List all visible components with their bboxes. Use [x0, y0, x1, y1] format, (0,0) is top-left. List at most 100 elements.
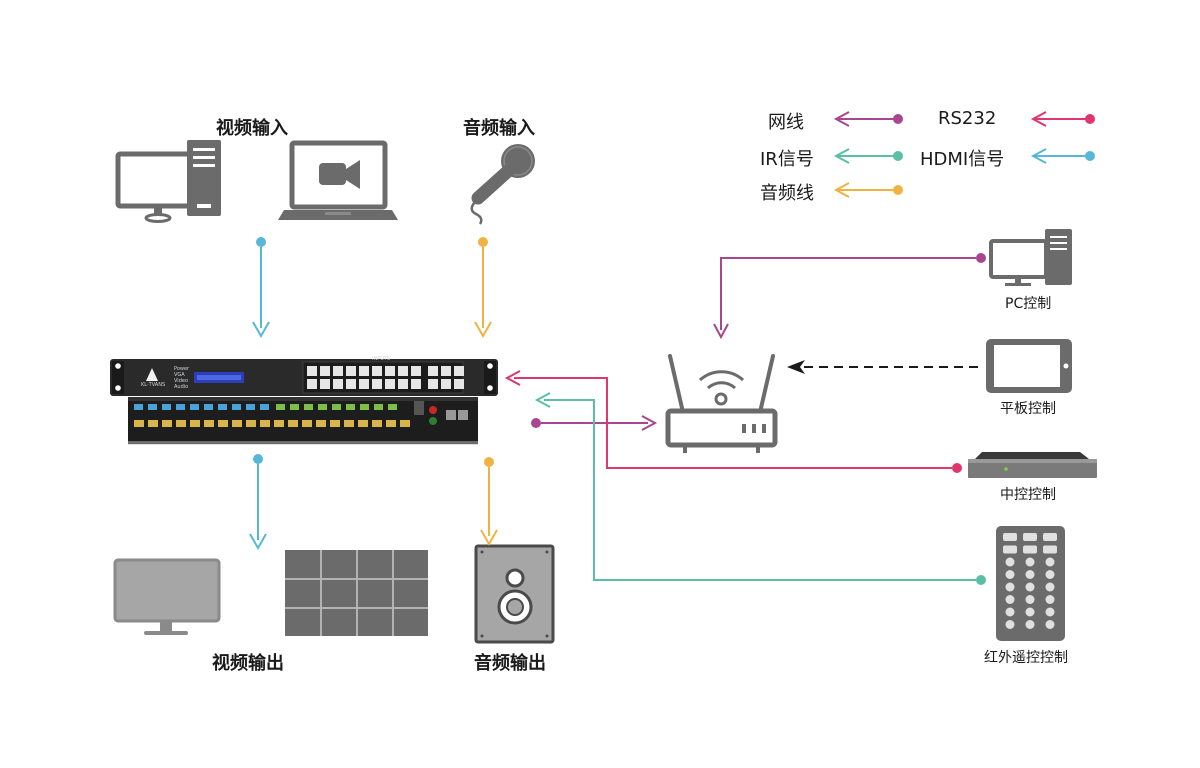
legend-label-network: 网线: [768, 112, 804, 133]
rear-input-port: [260, 404, 269, 410]
rear-hdmi-port: [274, 420, 284, 427]
connection-lines: [249, 237, 986, 585]
rear-hdmi-port: [246, 420, 256, 427]
remote-button: [1025, 607, 1035, 617]
rear-output-port: [374, 404, 383, 410]
remote-button: [1045, 595, 1055, 604]
desktop-pc-icon: [115, 140, 221, 223]
legend: [833, 111, 1095, 198]
front-panel-button: [320, 379, 330, 389]
remote-button: [1043, 545, 1057, 554]
front-panel-button: [333, 366, 343, 376]
front-panel-button: [346, 366, 356, 376]
rear-hdmi-port: [316, 420, 326, 427]
front-panel-button: [307, 366, 317, 376]
central-control-label: 中控控制: [1000, 487, 1056, 503]
rear-hdmi-port: [190, 420, 200, 427]
audio-input-label: 音频输入: [463, 118, 535, 139]
rear-hdmi-port: [330, 420, 340, 427]
remote-button: [1025, 582, 1035, 592]
video-output-label: 视频输出: [212, 653, 284, 674]
rear-output-port: [346, 404, 355, 410]
remote-button: [1045, 582, 1055, 592]
front-panel-button: [359, 366, 369, 376]
front-panel-button: [454, 379, 464, 389]
device-front-label-vga: VGA: [174, 372, 185, 378]
front-panel-button: [398, 379, 408, 389]
remote-button: [1025, 557, 1035, 567]
device-front-label-power: Power: [174, 366, 190, 372]
rear-hdmi-port: [386, 420, 396, 427]
front-panel-button: [320, 366, 330, 376]
rear-output-port: [276, 404, 285, 410]
front-panel-button: [385, 366, 395, 376]
remote-button: [1005, 607, 1015, 617]
video-wall-icon: [285, 550, 428, 636]
rear-hdmi-port: [204, 420, 214, 427]
legend-swatch-hdmi: [1030, 148, 1095, 164]
rear-hdmi-port: [232, 420, 242, 427]
legend-label-hdmi: HDMI信号: [920, 149, 1005, 170]
front-panel-button: [428, 379, 438, 389]
front-panel-button: [454, 366, 464, 376]
remote-button: [1005, 620, 1015, 629]
rear-output-port: [318, 404, 327, 410]
front-panel-button: [307, 379, 317, 389]
audio-output-label: 音频输出: [474, 653, 546, 674]
tablet-control-label: 平板控制: [1000, 401, 1056, 417]
rear-hdmi-port: [344, 420, 354, 427]
rear-hdmi-port: [176, 420, 186, 427]
remote-button: [1003, 533, 1017, 541]
rear-hdmi-port: [260, 420, 270, 427]
rear-hdmi-port: [400, 420, 410, 427]
rear-input-port: [204, 404, 213, 410]
device-brand: KL·TVANS: [141, 382, 166, 388]
rear-output-port: [388, 404, 397, 410]
front-panel-button: [441, 366, 451, 376]
central-control-icon: [968, 452, 1097, 478]
legend-label-ir: IR信号: [760, 149, 814, 170]
rear-input-port: [246, 404, 255, 410]
remote-button: [1045, 557, 1055, 567]
front-panel-button: [411, 379, 421, 389]
rear-hdmi-port: [302, 420, 312, 427]
remote-button: [1043, 533, 1057, 541]
rear-output-port: [332, 404, 341, 410]
front-panel-button: [411, 366, 421, 376]
legend-swatch-audio: [833, 182, 903, 198]
device-front-label-audio: Audio: [174, 384, 189, 390]
remote-button: [1025, 595, 1035, 604]
legend-swatch-rs232: [1030, 111, 1095, 127]
rear-input-port: [190, 404, 199, 410]
remote-button: [1025, 620, 1035, 629]
legend-label-rs232: RS232: [938, 108, 997, 129]
front-panel-button: [398, 366, 408, 376]
rear-hdmi-port: [162, 420, 172, 427]
ir-remote-control-label: 红外遥控控制: [984, 650, 1068, 666]
front-panel-button: [428, 366, 438, 376]
rear-hdmi-port: [134, 420, 144, 427]
remote-button: [1023, 533, 1037, 541]
remote-button: [1005, 595, 1015, 604]
remote-button: [1025, 570, 1035, 579]
remote-button: [1005, 557, 1015, 567]
rear-output-port: [304, 404, 313, 410]
laptop-camera-icon: [278, 140, 398, 220]
tablet-icon: [986, 339, 1072, 393]
remote-button: [1045, 607, 1055, 617]
front-panel-button: [441, 379, 451, 389]
remote-button: [1045, 620, 1055, 629]
rear-hdmi-port: [288, 420, 298, 427]
remote-button: [1003, 545, 1017, 554]
monitor-icon: [113, 558, 221, 635]
rear-hdmi-port: [218, 420, 228, 427]
rear-hdmi-port: [372, 420, 382, 427]
remote-button: [1045, 570, 1055, 579]
rear-hdmi-port: [358, 420, 368, 427]
rear-input-port: [162, 404, 171, 410]
pc-control-label: PC控制: [1005, 296, 1052, 312]
ir-remote-icon: [996, 526, 1065, 641]
front-panel-button: [359, 379, 369, 389]
